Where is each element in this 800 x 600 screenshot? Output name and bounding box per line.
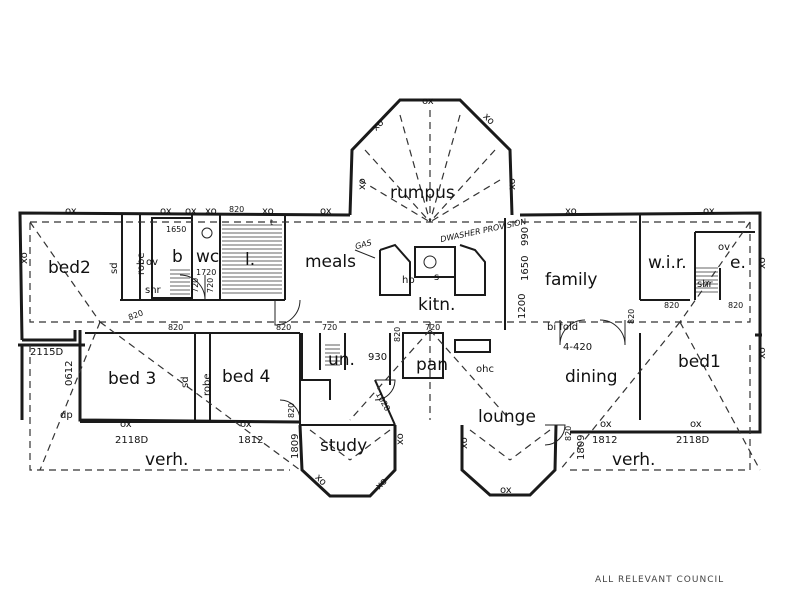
room-bed2: bed2: [48, 258, 91, 278]
window-label: xo: [19, 252, 30, 264]
room-utility: un.: [328, 350, 355, 370]
dim-4420: 4-420: [563, 342, 592, 353]
window-label: xo: [370, 117, 386, 133]
fixture-shower-right: shr: [697, 279, 714, 290]
dim-2118-right: 2118D: [676, 435, 709, 446]
dim-2118-left: 2118D: [115, 435, 148, 446]
window-label: xo: [565, 206, 577, 217]
fixture-gas: GAS: [354, 238, 373, 251]
fixture-robe-bed2: robe: [136, 252, 147, 275]
window-label: xo: [262, 206, 274, 217]
dim-990: 990: [520, 227, 531, 246]
fixture-hotplate: hp: [402, 275, 415, 286]
footer-note: ALL RELEVANT COUNCIL: [595, 575, 724, 585]
window-label: ox: [500, 485, 512, 496]
window-label: xo: [459, 437, 470, 449]
window-markers: ox ox ox ox ox ox ox ox xo xo xo xo xo x…: [19, 96, 768, 496]
dim-820-j: 820: [393, 327, 402, 342]
dimension-labels: 1650 1720 720 720 720 720 820 820 820 82…: [30, 205, 743, 460]
window-label: ox: [422, 96, 434, 107]
dim-720-b: 720: [206, 278, 215, 293]
fixture-sd-bed3: sd: [180, 376, 191, 388]
fixture-robe-bed3: robe: [202, 373, 213, 396]
fixture-ov-right: ov: [718, 242, 730, 253]
room-dining: dining: [565, 367, 618, 387]
fixture-ov-left: ov: [146, 257, 158, 268]
room-laundry: l.: [245, 250, 255, 270]
dim-820-g: 820: [627, 309, 636, 324]
window-label: ox: [160, 206, 172, 217]
window-label: ox: [120, 419, 132, 430]
dim-820-d: 820: [127, 308, 144, 322]
room-study: study: [320, 436, 367, 456]
window-label: ox: [65, 206, 77, 217]
room-verandah-right: verh.: [612, 450, 655, 470]
dim-820-i: 820: [564, 426, 573, 441]
room-rumpus: rumpus: [390, 183, 455, 203]
fixture-sink: s: [434, 272, 439, 283]
fixture-dishwasher: DWASHER PROVISION: [440, 217, 528, 244]
dim-1812-right: 1812: [592, 435, 617, 446]
window-label: xo: [757, 347, 768, 359]
door-swings: [179, 227, 626, 446]
dim-1809-right: 1809: [576, 435, 587, 460]
room-meals: meals: [305, 252, 356, 272]
window-label: xo: [757, 257, 768, 269]
fixture-sd-bed2: sd: [109, 262, 120, 274]
dim-720-a: 720: [191, 278, 200, 293]
dim-2115: 2115D: [30, 347, 63, 358]
window-label: ox: [240, 419, 252, 430]
dim-0612: 0612: [64, 361, 75, 386]
room-ohc: ohc: [476, 364, 494, 375]
room-kitchen: kitn.: [418, 295, 455, 315]
window-label: ox: [703, 206, 715, 217]
dim-820-b: 820: [168, 323, 183, 332]
room-wc: wc: [196, 247, 219, 267]
window-label: xo: [205, 206, 217, 217]
room-bath: b: [172, 247, 183, 267]
room-verandah-left: verh.: [145, 450, 188, 470]
dim-820-h: 820: [287, 403, 296, 418]
dim-930: 930: [368, 352, 387, 363]
fixture-toilet: t: [270, 218, 273, 227]
window-label: ox: [320, 206, 332, 217]
window-label: ox: [690, 419, 702, 430]
dim-820-c: 820: [276, 323, 291, 332]
room-bed4: bed 4: [222, 367, 270, 387]
room-pantry: pan: [416, 355, 448, 375]
room-wir: w.i.r.: [648, 253, 687, 273]
room-bed3: bed 3: [108, 369, 156, 389]
dim-bifold: bi fold: [547, 322, 578, 333]
room-family: family: [545, 270, 597, 290]
wet-area-hatching: [170, 224, 718, 366]
room-labels: rumpus bed2 meals family w.i.r. e. kitn.…: [48, 183, 746, 470]
dim-720-d: 720: [425, 323, 440, 332]
dim-820-f: 820: [728, 301, 743, 310]
room-ensuite: e.: [730, 253, 746, 273]
roof-lines: [29, 110, 761, 471]
dim-1650-mid: 1650: [520, 256, 531, 281]
room-lounge: lounge: [478, 407, 536, 427]
window-label: xo: [312, 472, 328, 488]
dim-1720: 1720: [196, 268, 216, 277]
room-bed1: bed1: [678, 352, 721, 372]
fixture-dp: dp: [60, 410, 73, 421]
outer-walls: [18, 98, 762, 498]
internal-walls: [85, 215, 755, 426]
window-label: xo: [507, 178, 518, 190]
dim-1812-left: 1812: [238, 435, 263, 446]
window-label: ox: [600, 419, 612, 430]
fixture-shower-left: shr: [145, 285, 162, 296]
dim-820-e: 820: [664, 301, 679, 310]
dim-720-c: 720: [322, 323, 337, 332]
dim-1650-top: 1650: [166, 225, 186, 234]
dim-1809-left: 1809: [290, 434, 301, 459]
window-label: ox: [185, 206, 197, 217]
window-label: xo: [395, 433, 406, 445]
window-label: xo: [357, 178, 368, 190]
dim-820-a: 820: [229, 205, 244, 214]
dim-1200: 1200: [517, 294, 528, 319]
